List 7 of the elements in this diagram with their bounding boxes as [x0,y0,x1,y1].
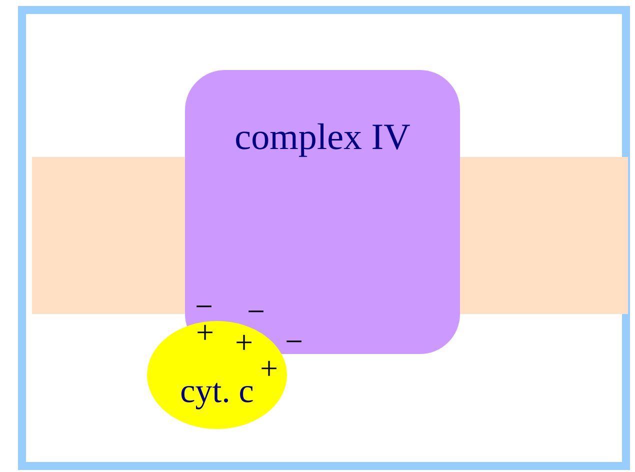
charge-sign: − [285,325,304,357]
charge-sign: + [260,352,278,384]
protein-label: cyt. c [179,373,255,411]
complex-label: complex IV [234,116,412,159]
protein-complex [185,70,460,354]
charge-sign: − [247,295,266,327]
charge-sign: + [235,326,254,358]
